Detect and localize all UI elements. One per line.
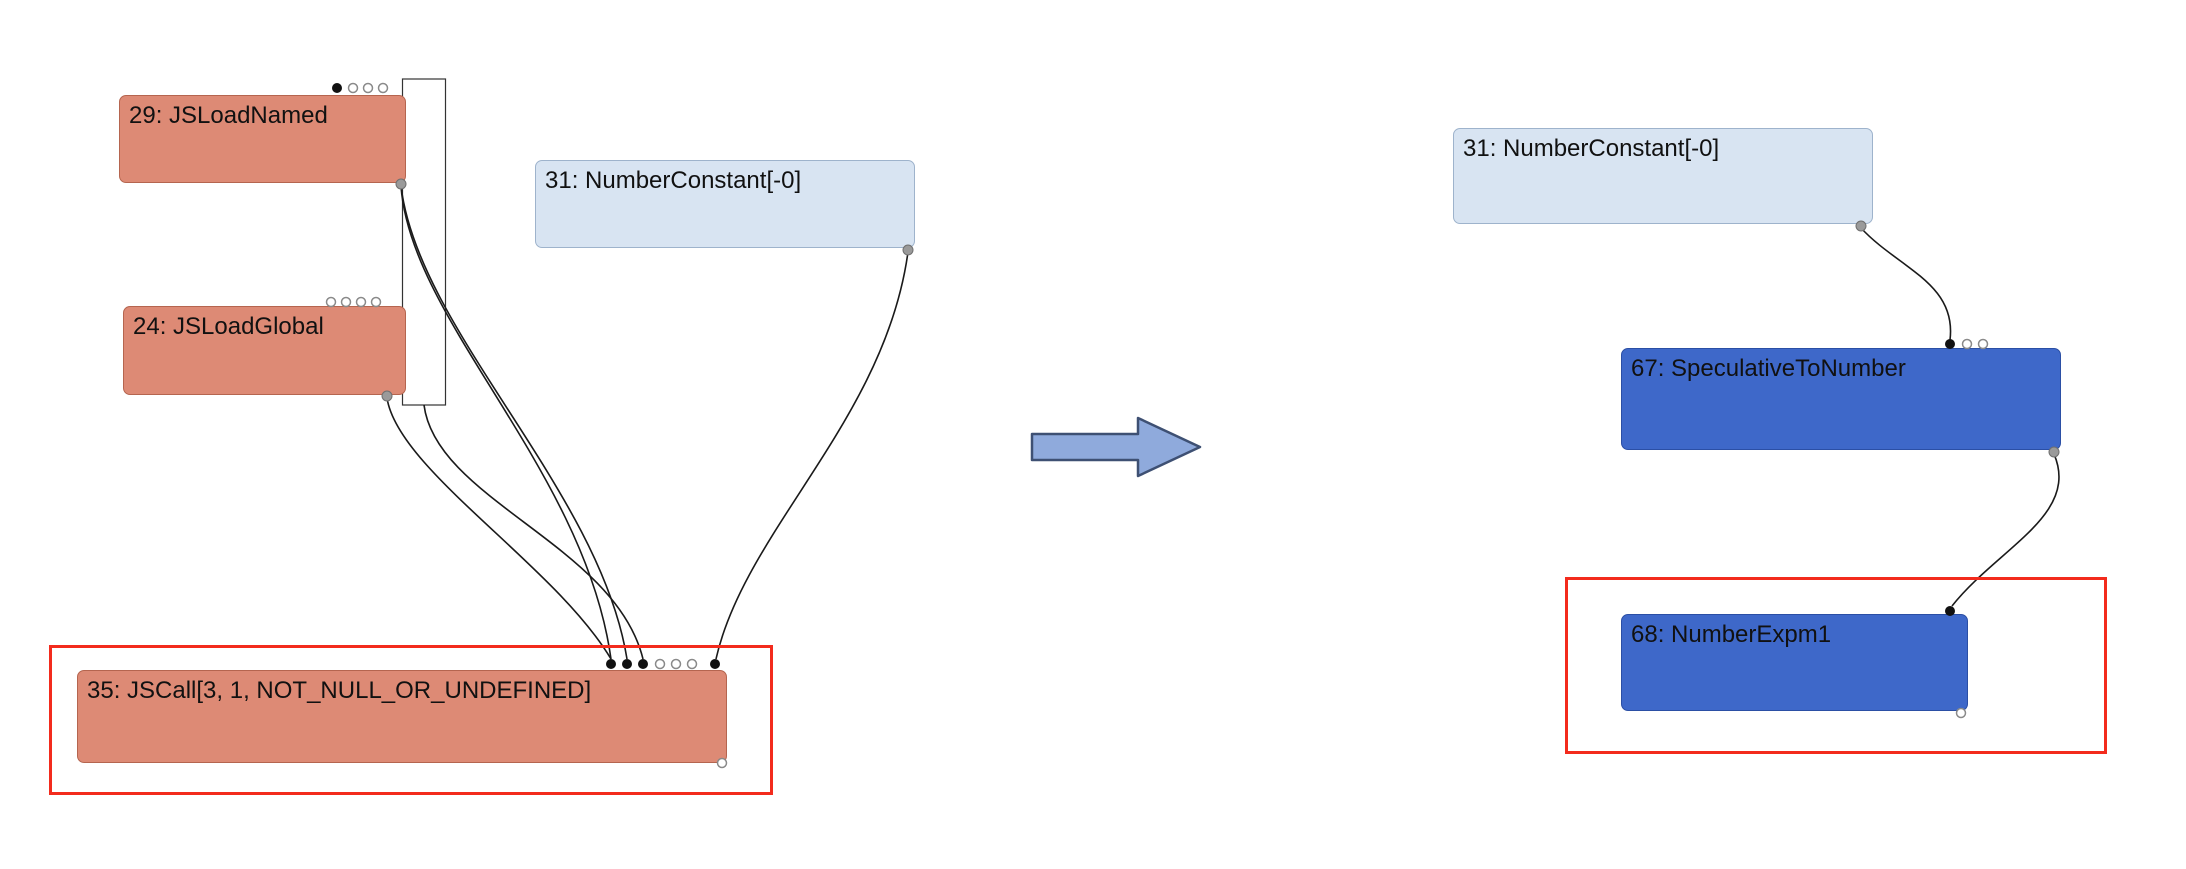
node-label: 31: NumberConstant[-0] [545, 167, 802, 194]
node-label: 68: NumberExpm1 [1631, 621, 1832, 648]
node-label: 35: JSCall[3, 1, NOT_NULL_OR_UNDEFINED] [87, 677, 592, 704]
node-label: 31: NumberConstant[-0] [1463, 135, 1720, 162]
node-68-numberexpm1: 68: NumberExpm1 [1621, 614, 1968, 711]
node-label: 29: JSLoadNamed [129, 102, 328, 129]
node-67-speculativetonumber: 67: SpeculativeToNumber [1621, 348, 2061, 450]
node-31-numberconstant: 31: NumberConstant[-0] [535, 160, 915, 248]
node-label: 24: JSLoadGlobal [133, 313, 324, 340]
node-31-numberconstant-after: 31: NumberConstant[-0] [1453, 128, 1873, 224]
node-29-jsloadnamed: 29: JSLoadNamed [119, 95, 406, 183]
node-35-jscall: 35: JSCall[3, 1, NOT_NULL_OR_UNDEFINED] [77, 670, 727, 763]
node-label: 67: SpeculativeToNumber [1631, 355, 1906, 382]
node-24-jsloadglobal: 24: JSLoadGlobal [123, 306, 406, 395]
